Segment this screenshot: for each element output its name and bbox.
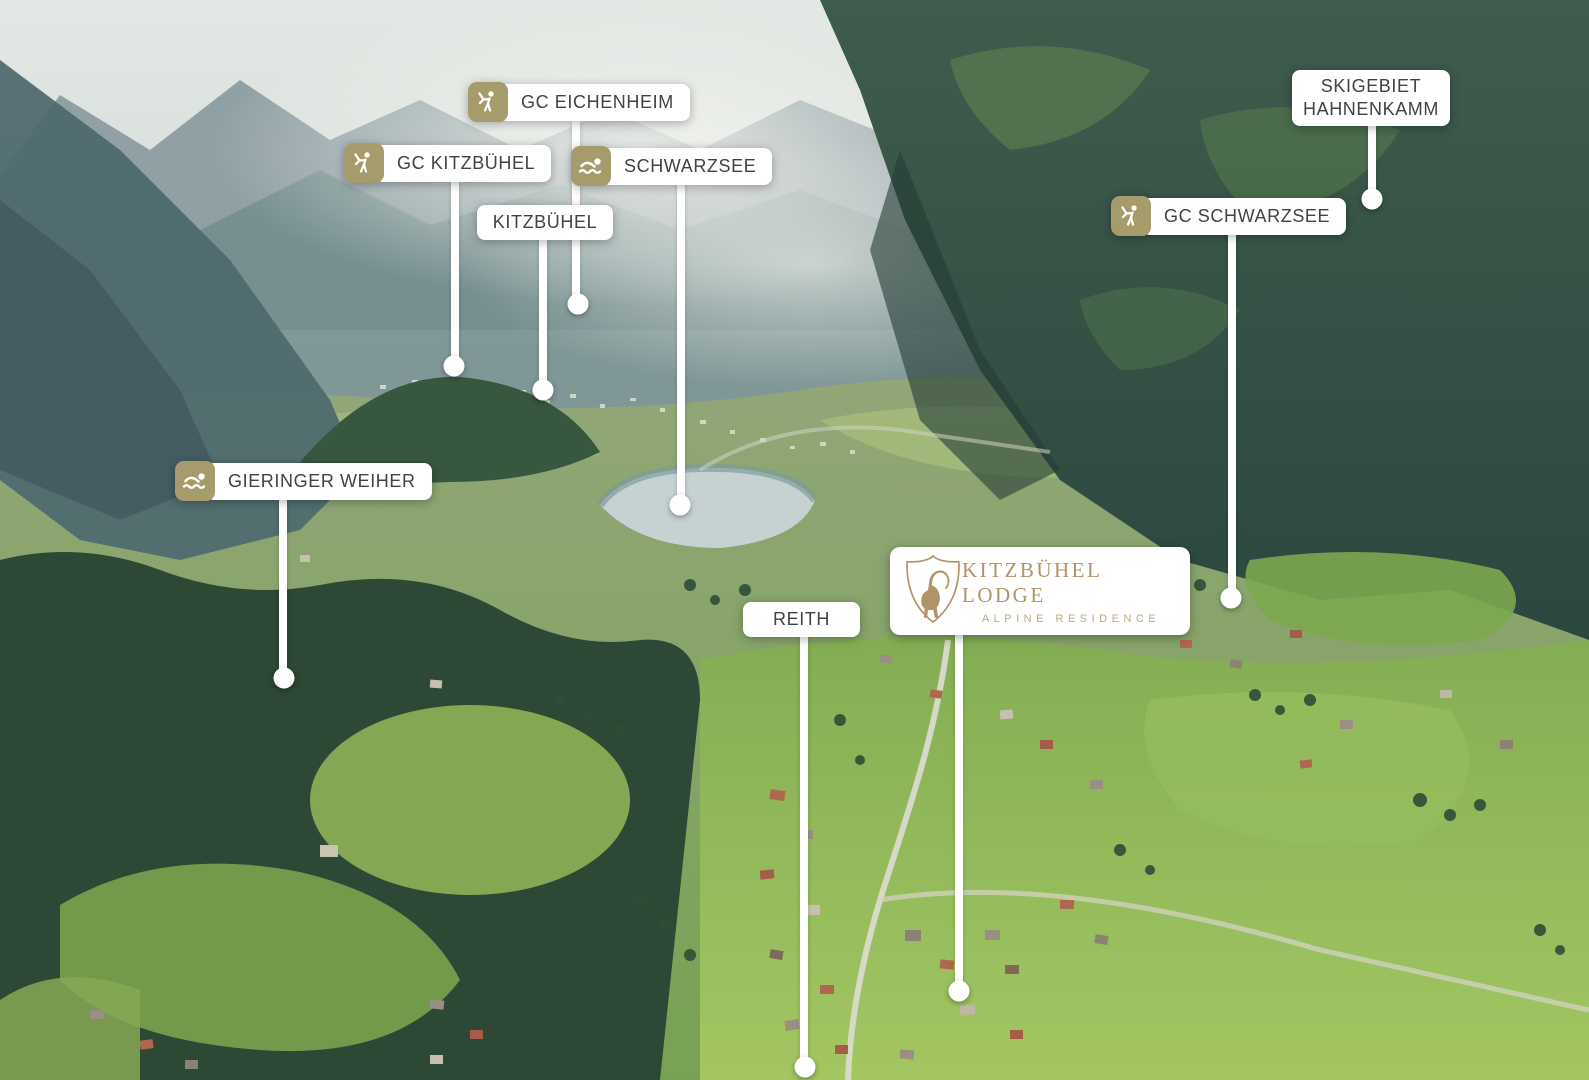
map-dot-schwarzsee: [669, 494, 691, 516]
brand-text: KITZBÜHEL LODGE ALPINE RESIDENCE: [962, 558, 1190, 625]
map-dot-reith: [794, 1056, 816, 1078]
map-dot-gc-schwarzsee: [1220, 587, 1242, 609]
ibex-shield-logo: [904, 554, 962, 629]
map-dot-kitzbuehel: [532, 379, 554, 401]
leader-line-lodge: [955, 630, 963, 991]
marker-label: SCHWARZSEE: [602, 147, 773, 185]
map-dot-gieringer-weiher: [273, 667, 295, 689]
marker-skigebiet-hahnenkamm[interactable]: SKIGEBIET HAHNENKAMM: [1292, 70, 1450, 126]
marker-label-line2: HAHNENKAMM: [1302, 99, 1439, 119]
marker-gc-schwarzsee[interactable]: GC SCHWARZSEE: [1111, 196, 1347, 236]
map-dot-lodge: [948, 980, 970, 1002]
map-dot-gc-eichenheim: [567, 293, 589, 315]
golfer-icon: [344, 143, 384, 183]
map-dot-hahnenkamm: [1361, 188, 1383, 210]
marker-label: KITZBÜHEL: [477, 205, 613, 240]
swimmer-icon: [175, 461, 215, 501]
leader-line-kitzbuehel: [539, 236, 547, 390]
leader-line-schwarzsee: [677, 181, 685, 505]
trees: [554, 579, 1565, 961]
brand-title: KITZBÜHEL LODGE: [962, 557, 1102, 607]
golfer-icon: [468, 82, 508, 122]
leader-line-gieringer-weiher: [279, 497, 287, 678]
marker-label: SKIGEBIET HAHNENKAMM: [1292, 70, 1450, 126]
leader-line-gc-kitzbuehel: [451, 180, 459, 366]
leader-line-reith: [800, 634, 808, 1067]
marker-schwarzsee[interactable]: SCHWARZSEE: [571, 146, 773, 186]
marker-label-line1: SKIGEBIET: [1320, 76, 1422, 96]
marker-kitzbuehel[interactable]: KITZBÜHEL: [477, 205, 613, 240]
swimmer-icon: [571, 146, 611, 186]
kitzbuehel-lodge-card[interactable]: KITZBÜHEL LODGE ALPINE RESIDENCE: [890, 547, 1190, 635]
leader-line-hahnenkamm: [1368, 122, 1376, 199]
marker-label: GC KITZBÜHEL: [375, 144, 552, 182]
marker-gc-eichenheim[interactable]: GC EICHENHEIM: [468, 82, 690, 122]
marker-label: REITH: [743, 602, 860, 637]
golfer-icon: [1111, 196, 1151, 236]
village-houses: [90, 555, 1513, 1069]
marker-gc-kitzbuehel[interactable]: GC KITZBÜHEL: [344, 143, 552, 183]
leader-line-gc-schwarzsee: [1228, 233, 1236, 598]
marker-reith[interactable]: REITH: [743, 602, 860, 637]
marker-label: GC SCHWARZSEE: [1142, 197, 1347, 235]
marker-label: GIERINGER WEIHER: [206, 462, 432, 500]
marker-gieringer-weiher[interactable]: GIERINGER WEIHER: [175, 461, 432, 501]
map-dot-gc-kitzbuehel: [443, 355, 465, 377]
marker-label: GC EICHENHEIM: [499, 83, 690, 121]
brand-subtitle: ALPINE RESIDENCE: [981, 612, 1161, 625]
